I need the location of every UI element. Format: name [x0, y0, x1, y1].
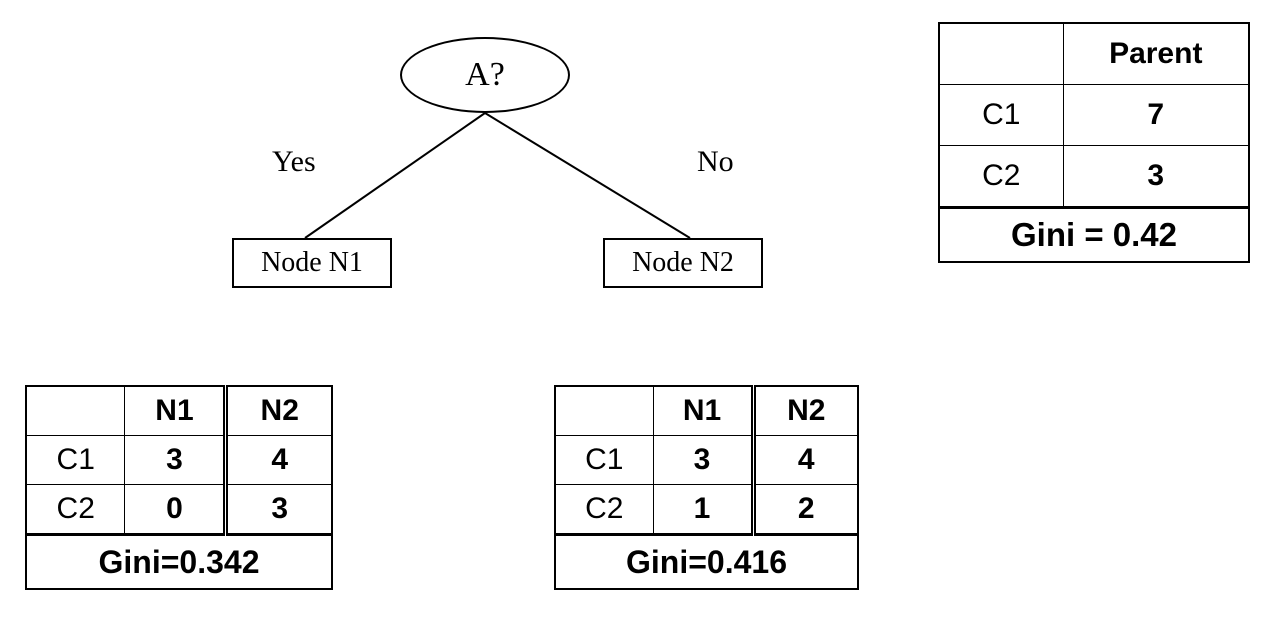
- parent-row-label-c1: C1: [938, 84, 1064, 146]
- left-header-n2: N2: [223, 385, 333, 436]
- right-split-table: N1 N2 C1 3 4 C2 1 2 Gini=0.416: [554, 385, 859, 590]
- table-row: N1 N2: [25, 385, 333, 436]
- root-node-ellipse[interactable]: A?: [400, 37, 570, 113]
- right-row-label-c1: C1: [554, 435, 654, 485]
- parent-row-label-c2: C2: [938, 145, 1064, 208]
- right-row-label-c2: C2: [554, 484, 654, 535]
- edge-line-no: [484, 112, 691, 239]
- left-value-c2-n2: 3: [223, 484, 333, 535]
- node-n2-label: Node N2: [632, 247, 734, 278]
- parent-value-c1: 7: [1062, 84, 1250, 146]
- edge-label-no: No: [697, 145, 734, 178]
- table-row: C2 3: [938, 145, 1250, 208]
- parent-value-c2: 3: [1062, 145, 1250, 208]
- right-gini-cell: Gini=0.416: [554, 533, 859, 590]
- left-corner-cell: [25, 385, 126, 436]
- tree-connectors: [304, 112, 691, 239]
- right-corner-cell: [554, 385, 654, 436]
- node-n1-box[interactable]: Node N1: [232, 238, 392, 288]
- root-node-label: A?: [465, 56, 505, 93]
- edge-label-yes: Yes: [272, 145, 316, 178]
- edge-line-yes: [304, 112, 486, 239]
- table-row: C1 3 4: [25, 435, 333, 485]
- table-row: C1 3 4: [554, 435, 859, 485]
- right-value-c1-n2: 4: [750, 435, 859, 485]
- table-row: Gini=0.416: [554, 533, 859, 590]
- right-value-c2-n2: 2: [750, 484, 859, 535]
- parent-table: Parent C1 7 C2 3 Gini = 0.42: [938, 22, 1250, 263]
- table-row: C1 7: [938, 84, 1250, 146]
- left-value-c1-n1: 3: [124, 435, 227, 485]
- left-split-table: N1 N2 C1 3 4 C2 0 3 Gini=0.342: [25, 385, 333, 590]
- table-row: Gini = 0.42: [938, 206, 1250, 263]
- left-row-label-c1: C1: [25, 435, 126, 485]
- table-row: Parent: [938, 22, 1250, 85]
- right-value-c2-n1: 1: [652, 484, 754, 535]
- node-n2-box[interactable]: Node N2: [603, 238, 763, 288]
- table-row: Gini=0.342: [25, 533, 333, 590]
- left-gini-cell: Gini=0.342: [25, 533, 333, 590]
- parent-corner-cell: [938, 22, 1064, 85]
- right-value-c1-n1: 3: [652, 435, 754, 485]
- table-row: N1 N2: [554, 385, 859, 436]
- node-n1-label: Node N1: [261, 247, 363, 278]
- left-row-label-c2: C2: [25, 484, 126, 535]
- parent-header-cell: Parent: [1062, 22, 1250, 85]
- parent-gini-cell: Gini = 0.42: [938, 206, 1250, 263]
- right-header-n2: N2: [750, 385, 859, 436]
- table-row: C2 1 2: [554, 484, 859, 535]
- left-header-n1: N1: [124, 385, 227, 436]
- left-value-c2-n1: 0: [124, 484, 227, 535]
- table-row: C2 0 3: [25, 484, 333, 535]
- right-header-n1: N1: [652, 385, 754, 436]
- left-value-c1-n2: 4: [223, 435, 333, 485]
